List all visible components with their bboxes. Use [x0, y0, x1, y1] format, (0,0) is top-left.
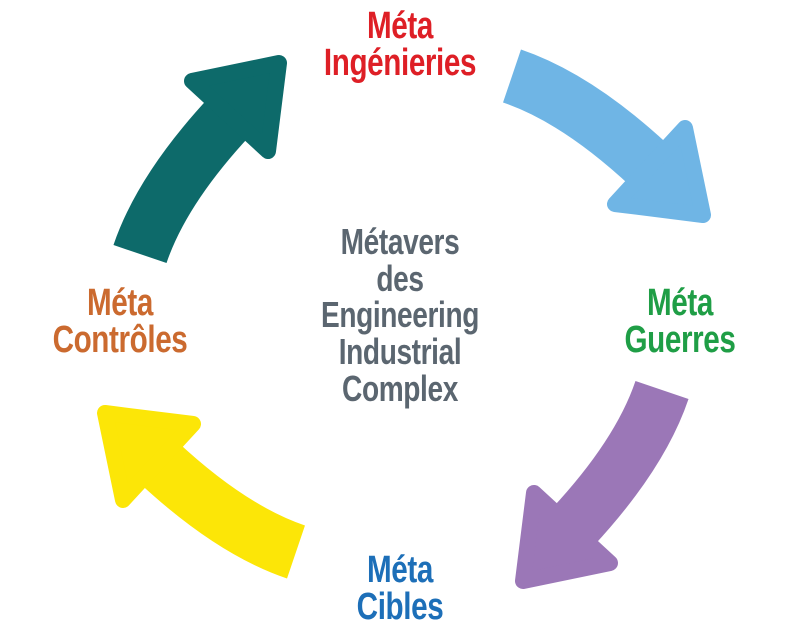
center-title-line: Engineering: [321, 294, 479, 336]
label-line: Ingénieries: [323, 42, 477, 85]
label-line: Méta: [87, 282, 153, 324]
label-line: Contrôles: [52, 319, 188, 362]
label-meta-guerres: Méta Guerres: [570, 282, 790, 362]
label-line: Méta: [647, 282, 713, 324]
center-title-line: des: [376, 257, 424, 299]
center-title: Métavers des Engineering Industrial Comp…: [240, 221, 560, 409]
center-title-line: Métavers: [340, 221, 460, 262]
label-line: Cibles: [356, 586, 444, 629]
label-meta-cibles: Méta Cibles: [240, 549, 560, 629]
label-meta-ingenieries: Méta Ingénieries: [240, 5, 560, 85]
label-line: Guerres: [624, 319, 736, 362]
center-title-line: Complex: [342, 367, 458, 409]
label-line: Méta: [367, 549, 433, 591]
center-title-line: Industrial: [338, 331, 462, 373]
label-meta-controles: Méta Contrôles: [10, 282, 230, 362]
label-line: Méta: [367, 5, 433, 47]
